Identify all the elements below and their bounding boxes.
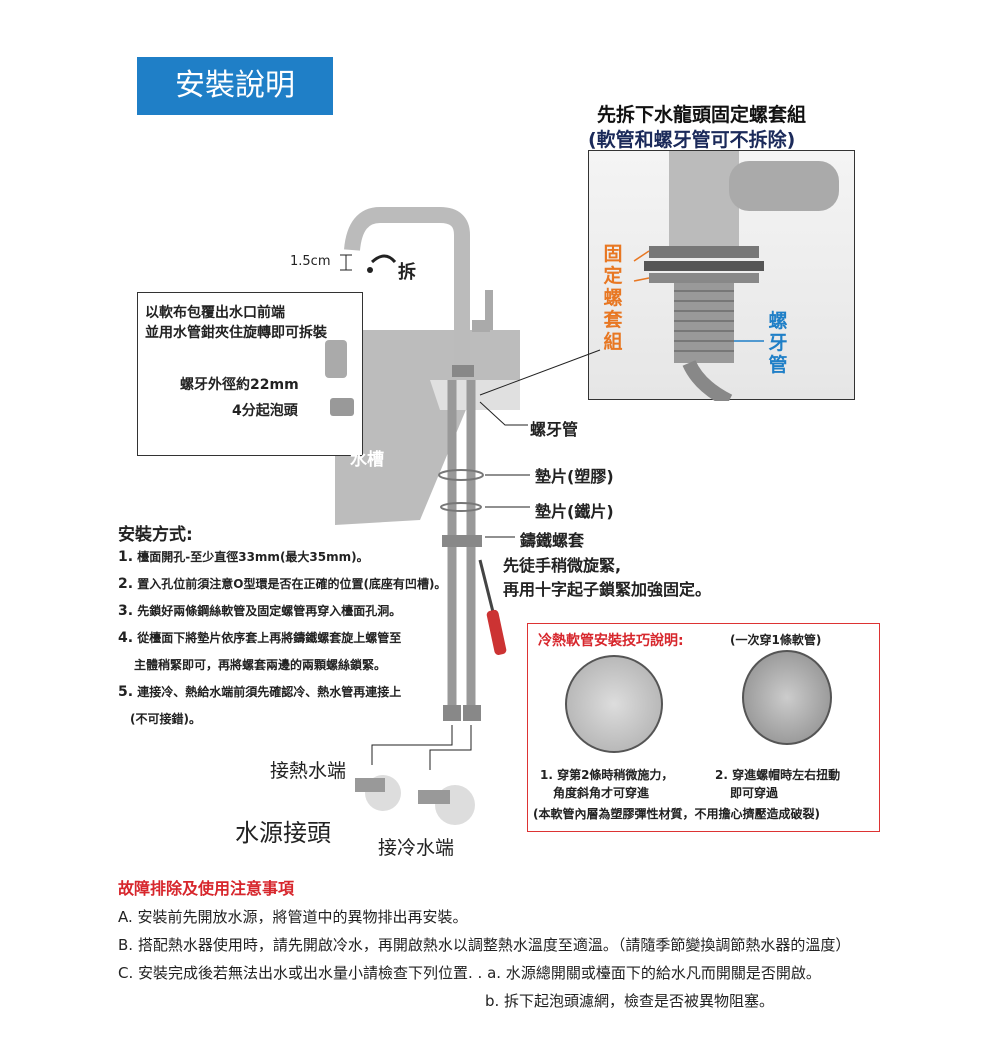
inset-subtitle: (軟管和螺牙管可不拆除) <box>588 129 796 151</box>
aerator-label: 4分起泡頭 <box>232 403 298 419</box>
trouble-item-b: B. 搭配熱水器使用時，請先開啟冷水，再開啟熱水以調整熱水溫度至適溫。（請隨季節… <box>118 936 851 954</box>
tip-photo-1 <box>565 655 663 753</box>
tighten-tip-2: 再用十字起子鎖緊加強固定。 <box>503 580 712 599</box>
water-source-label: 水源接頭 <box>235 819 331 847</box>
page-title: 安裝說明 <box>137 57 333 115</box>
iron-washer-label: 墊片(鐵片) <box>535 502 614 521</box>
inset-title: 先拆下水龍頭固定螺套組 <box>597 104 807 126</box>
trouble-item-c: C. 安裝完成後若無法出水或出水量小請檢查下列位置. . a. 水源總開關或檯面… <box>118 964 821 982</box>
trouble-item-c2: b. 拆下起泡頭濾網，檢查是否被異物阻塞。 <box>485 992 775 1010</box>
faucet-diagram <box>312 207 601 825</box>
step-item: 5. 連接冷、熱給水端前須先確認冷、熱水管再連接上 <box>118 684 402 700</box>
step-item: 主體稍緊即可，再將螺套兩邊的兩顆螺絲鎖緊。 <box>134 658 387 672</box>
cast-iron-nut-label: 鑄鐵螺套 <box>520 531 585 550</box>
remove-label: 拆 <box>398 262 416 283</box>
tighten-tip-1: 先徒手稍微旋緊, <box>503 556 622 575</box>
hot-water-label: 接熱水端 <box>270 760 347 782</box>
tip-photo-2 <box>742 650 832 745</box>
dimension-label: 1.5cm <box>290 254 331 269</box>
tips-subtitle: (一次穿1條軟管) <box>730 633 822 647</box>
label-fixing-nut: 固定螺套組 <box>603 243 623 353</box>
step-item: 4. 從檯面下將墊片依序套上再將鑄鐵螺套旋上螺管至 <box>118 630 402 646</box>
tip1-line1: 1. 穿第2條時稍微施力， <box>540 768 674 782</box>
thread-diameter-label: 螺牙外徑約22mm <box>180 377 299 393</box>
tip2-line1: 2. 穿進螺帽時左右扭動 <box>715 768 841 782</box>
trouble-title: 故障排除及使用注意事項 <box>118 879 295 898</box>
cold-water-label: 接冷水端 <box>378 837 455 859</box>
step-item: 1. 檯面開孔-至少直徑33mm(最大35mm)。 <box>118 549 369 565</box>
trouble-item-a: A. 安裝前先開放水源，將管道中的異物排出再安裝。 <box>118 908 468 926</box>
tip1-line2: 角度斜角才可穿進 <box>553 786 650 800</box>
tips-title: 冷熱軟管安裝技巧說明: <box>538 633 684 649</box>
aerator-filter-icon <box>330 398 354 416</box>
label-thread-pipe-inset: 螺牙管 <box>768 310 788 376</box>
inset-photo <box>588 150 855 408</box>
aerator-icon <box>325 340 347 378</box>
tips-note: (本軟管內層為塑膠彈性材質，不用擔心擠壓造成破裂) <box>533 807 820 821</box>
sink-label: 水槽 <box>350 450 384 470</box>
sink <box>335 330 520 525</box>
callout-line1: 以軟布包覆出水口前端 <box>145 305 285 321</box>
step-item: 2. 置入孔位前須注意O型環是否在正確的位置(底座有凹槽)。 <box>118 576 447 592</box>
plastic-washer-label: 墊片(塑膠) <box>535 467 614 486</box>
faucet-base-illustration <box>633 151 839 408</box>
callout-line2: 並用水管鉗夾住旋轉即可拆裝 <box>145 325 327 341</box>
thread-pipe-label: 螺牙管 <box>530 420 579 439</box>
step-item: 3. 先鎖好兩條鋼絲軟管及固定螺管再穿入檯面孔洞。 <box>118 603 402 619</box>
method-title: 安裝方式: <box>118 525 193 545</box>
faucet-spout <box>344 207 470 370</box>
tip2-line2: 即可穿過 <box>730 786 779 800</box>
step-item: (不可接錯)。 <box>130 712 201 726</box>
